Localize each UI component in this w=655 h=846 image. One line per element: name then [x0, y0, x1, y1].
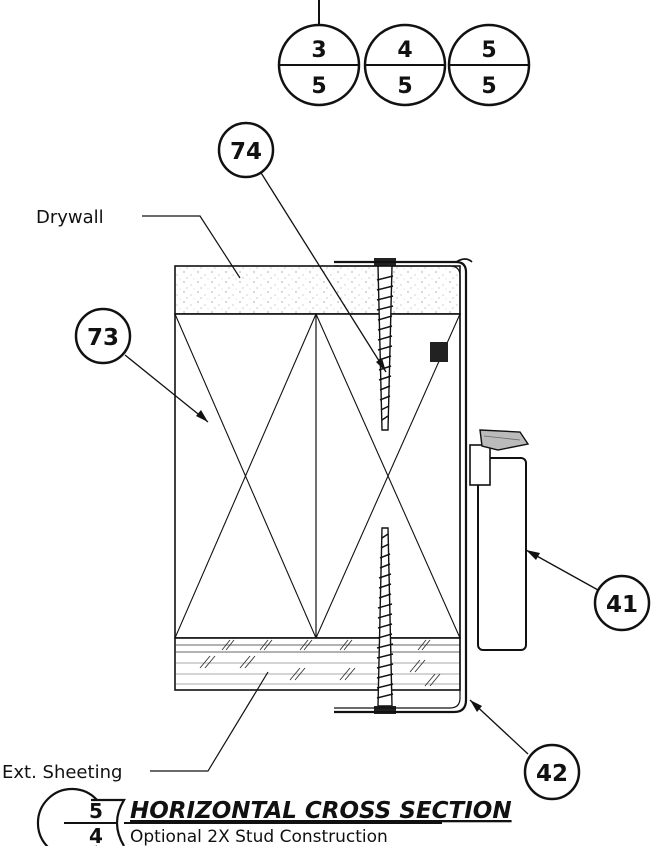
callout-41: 41	[525, 549, 651, 632]
clip-box	[469, 429, 530, 651]
callout-42: 42	[469, 699, 581, 801]
wall-assembly	[174, 258, 530, 714]
stud-body	[174, 313, 461, 639]
bubble-2-bottom: 5	[397, 74, 412, 99]
bubble-3-bottom: 5	[481, 74, 496, 99]
title-block: 5 4 HORIZONTAL CROSS SECTION Optional 2X…	[36, 787, 512, 846]
drywall-label-group: Drywall	[36, 207, 241, 279]
callout-73: 73	[74, 307, 209, 423]
callout-42-label: 42	[536, 761, 568, 787]
reference-bubbles: 3 5 4 5 5 5	[277, 0, 531, 107]
reference-bubble-2: 4 5	[363, 23, 447, 107]
callout-74-label: 74	[230, 139, 262, 165]
sheet-number: 4	[89, 824, 103, 846]
frame-channel	[334, 258, 473, 714]
drywall-label: Drywall	[36, 207, 104, 228]
ext-sheeting-label: Ext. Sheeting	[2, 762, 122, 783]
bubble-1-top: 3	[311, 38, 326, 63]
reference-bubble-1: 3 5	[277, 23, 361, 107]
callout-74: 74	[217, 121, 387, 373]
bubble-1-bottom: 5	[311, 74, 326, 99]
reference-bubble-3: 5 5	[447, 23, 531, 107]
ext-sheeting-layer	[174, 637, 461, 691]
detail-subtitle: Optional 2X Stud Construction	[130, 827, 388, 846]
bubble-2-top: 4	[397, 38, 412, 63]
callout-41-label: 41	[606, 592, 638, 618]
detail-title: HORIZONTAL CROSS SECTION	[130, 798, 512, 824]
bubble-3-top: 5	[481, 38, 496, 63]
ext-sheeting-label-group: Ext. Sheeting	[2, 671, 269, 783]
drywall-layer	[174, 265, 461, 315]
callout-73-label: 73	[87, 325, 119, 351]
screw-bottom	[374, 527, 396, 714]
detail-number: 5	[89, 799, 103, 823]
